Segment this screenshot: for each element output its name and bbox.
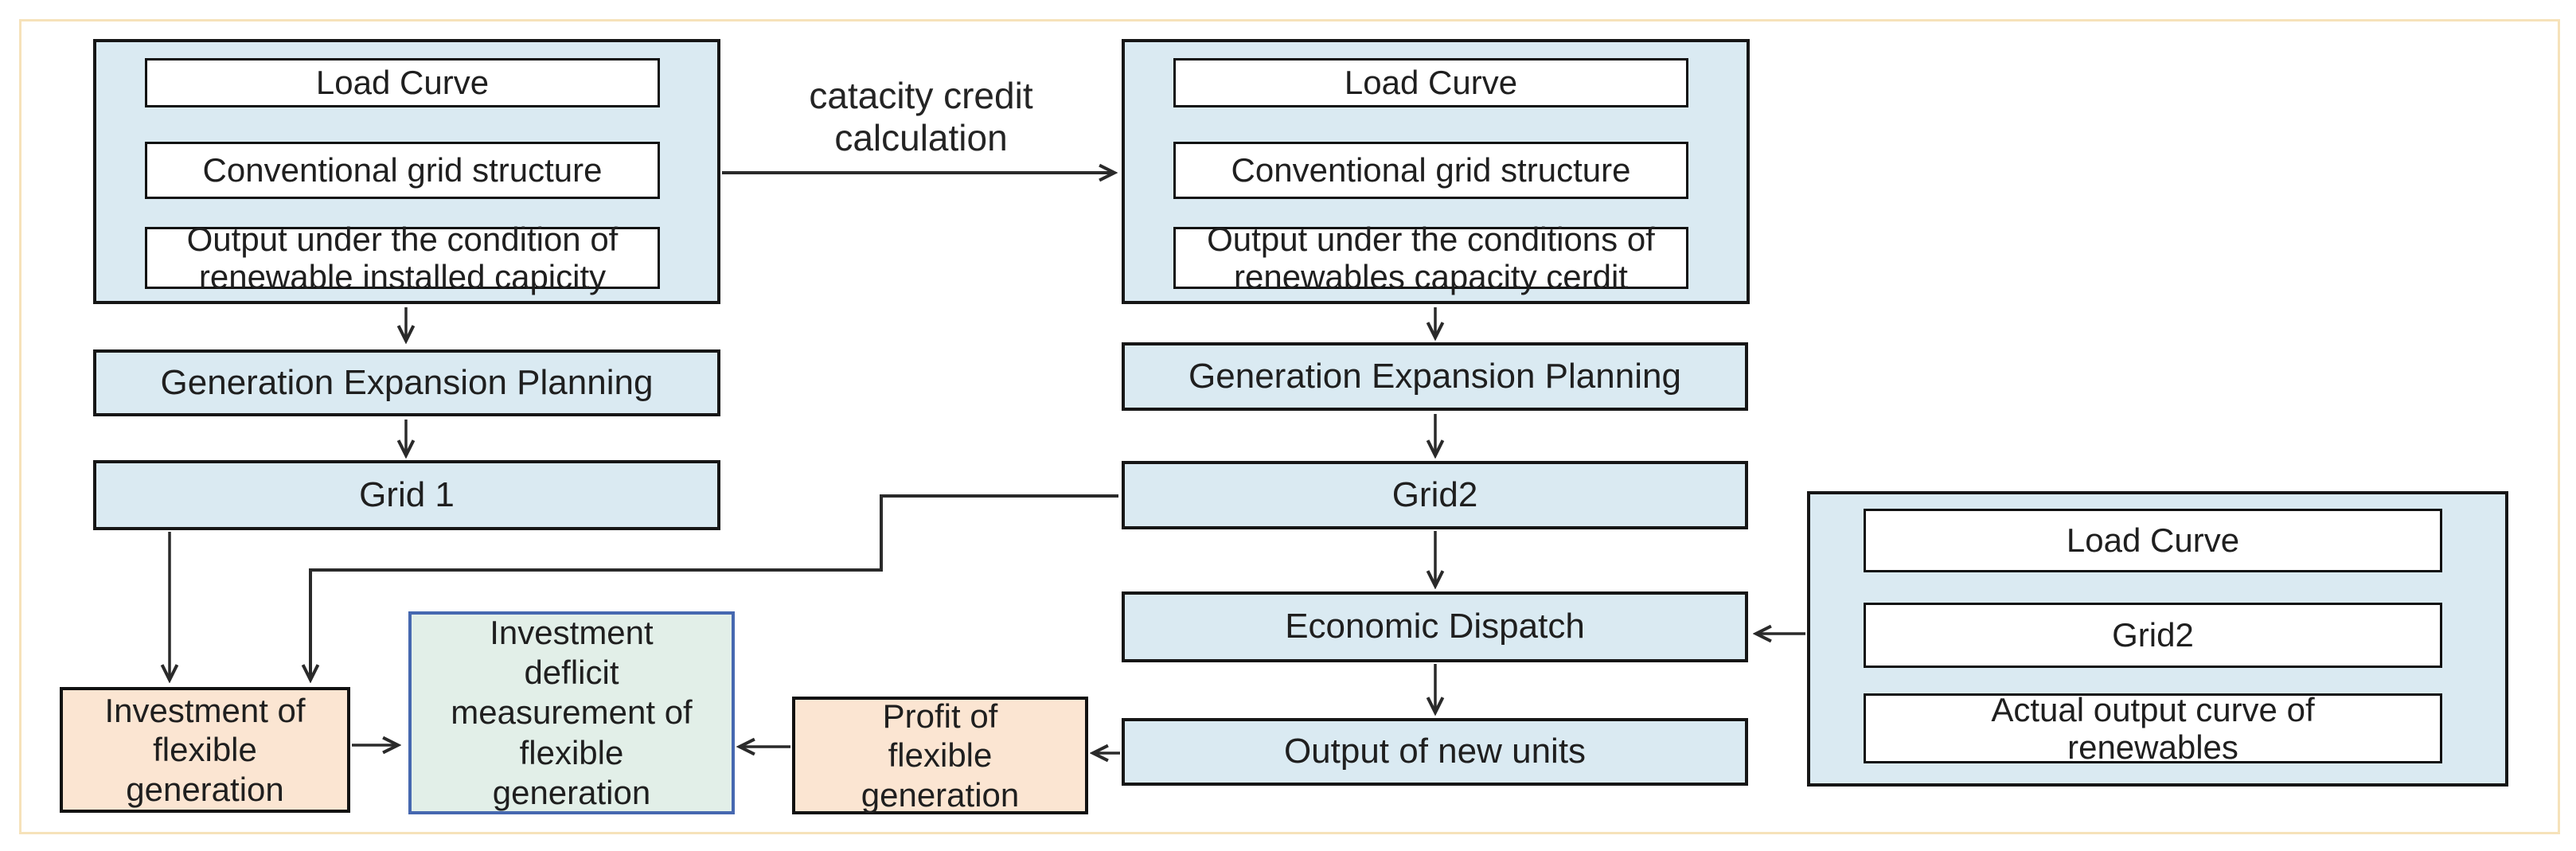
- capacity-credit-label: catacity credit calculation: [809, 75, 1033, 158]
- output-of-new-units-box: Output of new units: [1122, 718, 1748, 786]
- input-grid2-dispatch: Grid2: [1864, 603, 2442, 668]
- input-grid-structure-left: Conventional grid structure: [145, 142, 660, 199]
- input-grid-structure-right: Conventional grid structure: [1173, 142, 1688, 199]
- investment-flexible-generation-box: Investment of flexible generation: [60, 687, 350, 813]
- generation-expansion-planning-right: Generation Expansion Planning: [1122, 342, 1748, 411]
- input-actual-output-dispatch: Actual output curve of renewables: [1864, 691, 2442, 766]
- input-renewable-credit-right: Output under the conditions of renewable…: [1173, 221, 1688, 295]
- arrow-grid2-to-investment: [310, 494, 1118, 680]
- input-load-curve-right: Load Curve: [1173, 58, 1688, 107]
- grid1-box: Grid 1: [93, 460, 720, 530]
- planning-inputs-panel-left: Load Curve Conventional grid structure O…: [93, 39, 720, 304]
- generation-expansion-planning-left: Generation Expansion Planning: [93, 349, 720, 416]
- outer-frame: [19, 19, 2560, 834]
- planning-inputs-panel-right: Load Curve Conventional grid structure O…: [1122, 39, 1750, 304]
- input-load-curve-left: Load Curve: [145, 58, 660, 107]
- input-renewable-output-left: Output under the condition of renewable …: [145, 221, 660, 295]
- investment-deficit-measurement-box: Investment deflicit measurement of flexi…: [408, 611, 735, 814]
- profit-flexible-generation-box: Profit of flexible generation: [792, 697, 1088, 814]
- input-load-curve-dispatch: Load Curve: [1864, 509, 2442, 572]
- grid2-box: Grid2: [1122, 461, 1748, 529]
- dispatch-inputs-panel: Load Curve Grid2 Actual output curve of …: [1807, 491, 2508, 787]
- economic-dispatch-box: Economic Dispatch: [1122, 591, 1748, 662]
